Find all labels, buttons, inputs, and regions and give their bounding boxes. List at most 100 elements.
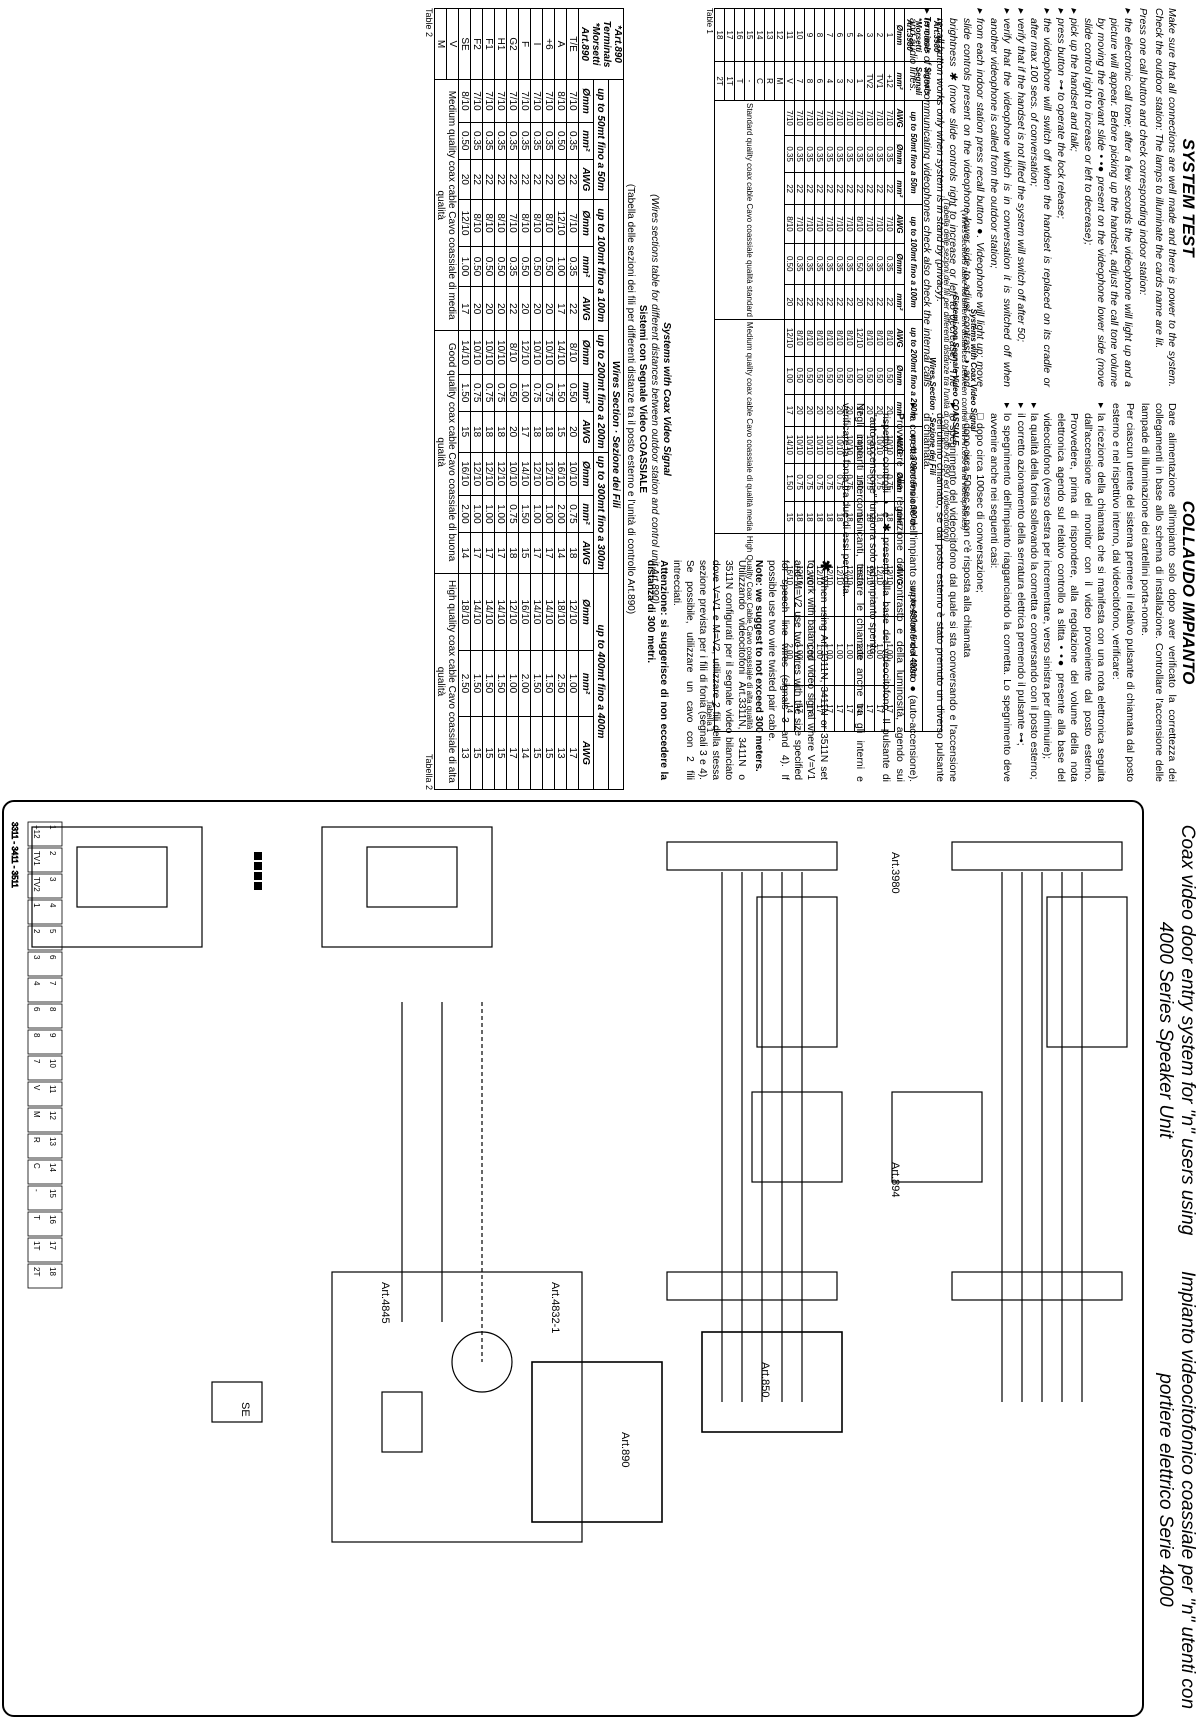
- signal-cell: [27, 925, 63, 951]
- table-cell: 8/10: [458, 79, 471, 123]
- table-cell: 18: [874, 501, 885, 534]
- table-cell: 22: [494, 159, 507, 200]
- table-cell: 1.50: [482, 650, 495, 717]
- signal-number: 11: [48, 1085, 57, 1094]
- table-cell: 7/10: [844, 100, 855, 136]
- table-1-label-en: Table 1: [705, 8, 714, 34]
- signal-name: TV1: [32, 851, 41, 866]
- table-cell: 7/10: [824, 100, 835, 136]
- table-cell: 17: [834, 685, 845, 732]
- column-header: Wires Section · Sezione dei Fili: [923, 100, 942, 732]
- table-cell: 11: [784, 8, 795, 62]
- table-cell: 18/10: [554, 573, 567, 651]
- table-cell: 20: [530, 286, 543, 331]
- table-cell: 22: [530, 159, 543, 200]
- signal-number: 1: [48, 825, 57, 830]
- table-cell: SE: [458, 8, 471, 80]
- signal-name: 7: [32, 1059, 41, 1064]
- table-cell: 0.75: [804, 463, 815, 502]
- signal-number: 14: [48, 1163, 57, 1172]
- table-cell: 15: [784, 501, 795, 534]
- table-cell: 14/10: [470, 573, 483, 651]
- table-cell: 0.75: [864, 463, 875, 502]
- table-cell: 12/10: [784, 319, 795, 357]
- signal-cell: [27, 847, 63, 873]
- table-cell: 8: [814, 8, 825, 62]
- table-cell: 1.00: [884, 616, 895, 686]
- table-2-subtitle: (Wires sections table for different dist…: [649, 194, 660, 604]
- table-cell: 14/10: [482, 573, 495, 651]
- table-cell: 17: [874, 685, 885, 732]
- table-1-subtitle: (Wires sections table for different dist…: [960, 210, 969, 531]
- table-cell: 15: [854, 501, 865, 534]
- table-cell: 0.50: [458, 122, 471, 160]
- table-cell: 12: [774, 8, 785, 62]
- table-cell: 8/10: [814, 319, 825, 357]
- table-cell: 8/10: [864, 319, 875, 357]
- column-header: up to 200mt fino a 200m: [904, 319, 923, 427]
- table-cell: 7/10: [494, 79, 507, 123]
- table-cell: 10/10: [884, 426, 895, 464]
- table-cell: 0.35: [804, 243, 815, 285]
- signal-name: C: [32, 1163, 41, 1169]
- table-cell: 15: [518, 532, 531, 574]
- signal-cell: [27, 1263, 63, 1289]
- signal-name: TV2: [32, 877, 41, 892]
- table-cell: +12: [884, 61, 895, 101]
- table-cell: 18: [482, 411, 495, 453]
- signal-number: 13: [48, 1137, 57, 1146]
- text-section: SYSTEM TEST Make sure that all connectio…: [0, 0, 1202, 790]
- table-cell: 22: [834, 284, 845, 320]
- signal-number: 16: [48, 1215, 57, 1224]
- column-header: up to 100mt fino a 100m: [904, 204, 923, 320]
- signal-number: 4: [48, 903, 57, 908]
- table-cell: 2.50: [458, 650, 471, 717]
- table-cell: 0.35: [518, 122, 531, 160]
- table-cell: 7/10: [834, 204, 845, 244]
- signal-number: 6: [48, 955, 57, 960]
- table-cell: 7/10: [804, 100, 815, 136]
- column-header: AWG: [894, 204, 905, 244]
- wires-section-label: Wires Section: [610, 360, 622, 427]
- table-cell: 12/10: [864, 533, 875, 617]
- table-cell: 20: [554, 159, 567, 200]
- table-cell: 0.35: [824, 135, 835, 173]
- table-cell: 13: [554, 716, 567, 790]
- table-cell: 0.75: [482, 374, 495, 412]
- table-cell: 7/10: [794, 100, 805, 136]
- table-cell: 7: [824, 8, 835, 62]
- table-cell: 1.00: [542, 495, 555, 533]
- table-cell: 8/10: [784, 204, 795, 244]
- table-cell: 0.75: [530, 374, 543, 412]
- table-cell: 20: [482, 286, 495, 331]
- signal-cell: [27, 873, 63, 899]
- table-cell: 17: [494, 532, 507, 574]
- signal-name: 1: [32, 903, 41, 908]
- table-cell: 22: [854, 172, 865, 205]
- table-cell: 0.50: [494, 246, 507, 287]
- table-cell: 0.35: [566, 122, 579, 160]
- table-cell: 1.00: [554, 246, 567, 287]
- column-header: *Art.890 Terminals *Morsetti Art.890: [578, 8, 624, 80]
- table-cell: 22: [814, 172, 825, 205]
- signal-name: 1T: [32, 1241, 41, 1250]
- table-cell: 7/10: [824, 204, 835, 244]
- table-cell: 1.00: [784, 356, 795, 395]
- table-cell: 0.50: [470, 246, 483, 287]
- table-cell: 20: [804, 394, 815, 427]
- table-cell: 18: [804, 501, 815, 534]
- signal-number: 18: [48, 1267, 57, 1276]
- signal-cell: [27, 1133, 63, 1159]
- system-test-p1: Press one call button and check correspo…: [1137, 8, 1150, 296]
- table-2-grid: *Art.890 Terminals *Morsetti Art.890 Wir…: [434, 8, 624, 790]
- table-cell: T: [734, 61, 745, 101]
- table-cell: 0.35: [794, 243, 805, 285]
- table-cell: 20: [458, 159, 471, 200]
- table-cell: 0.35: [814, 243, 825, 285]
- table-cell: 7/10: [482, 79, 495, 123]
- table-2-title-it: Sistemi con Segnale Video COASSIALE: [637, 304, 648, 494]
- column-header: Signals Segnali: [904, 61, 942, 101]
- asterisk-icon: ✱: [818, 560, 834, 572]
- table-cell: 17: [458, 286, 471, 331]
